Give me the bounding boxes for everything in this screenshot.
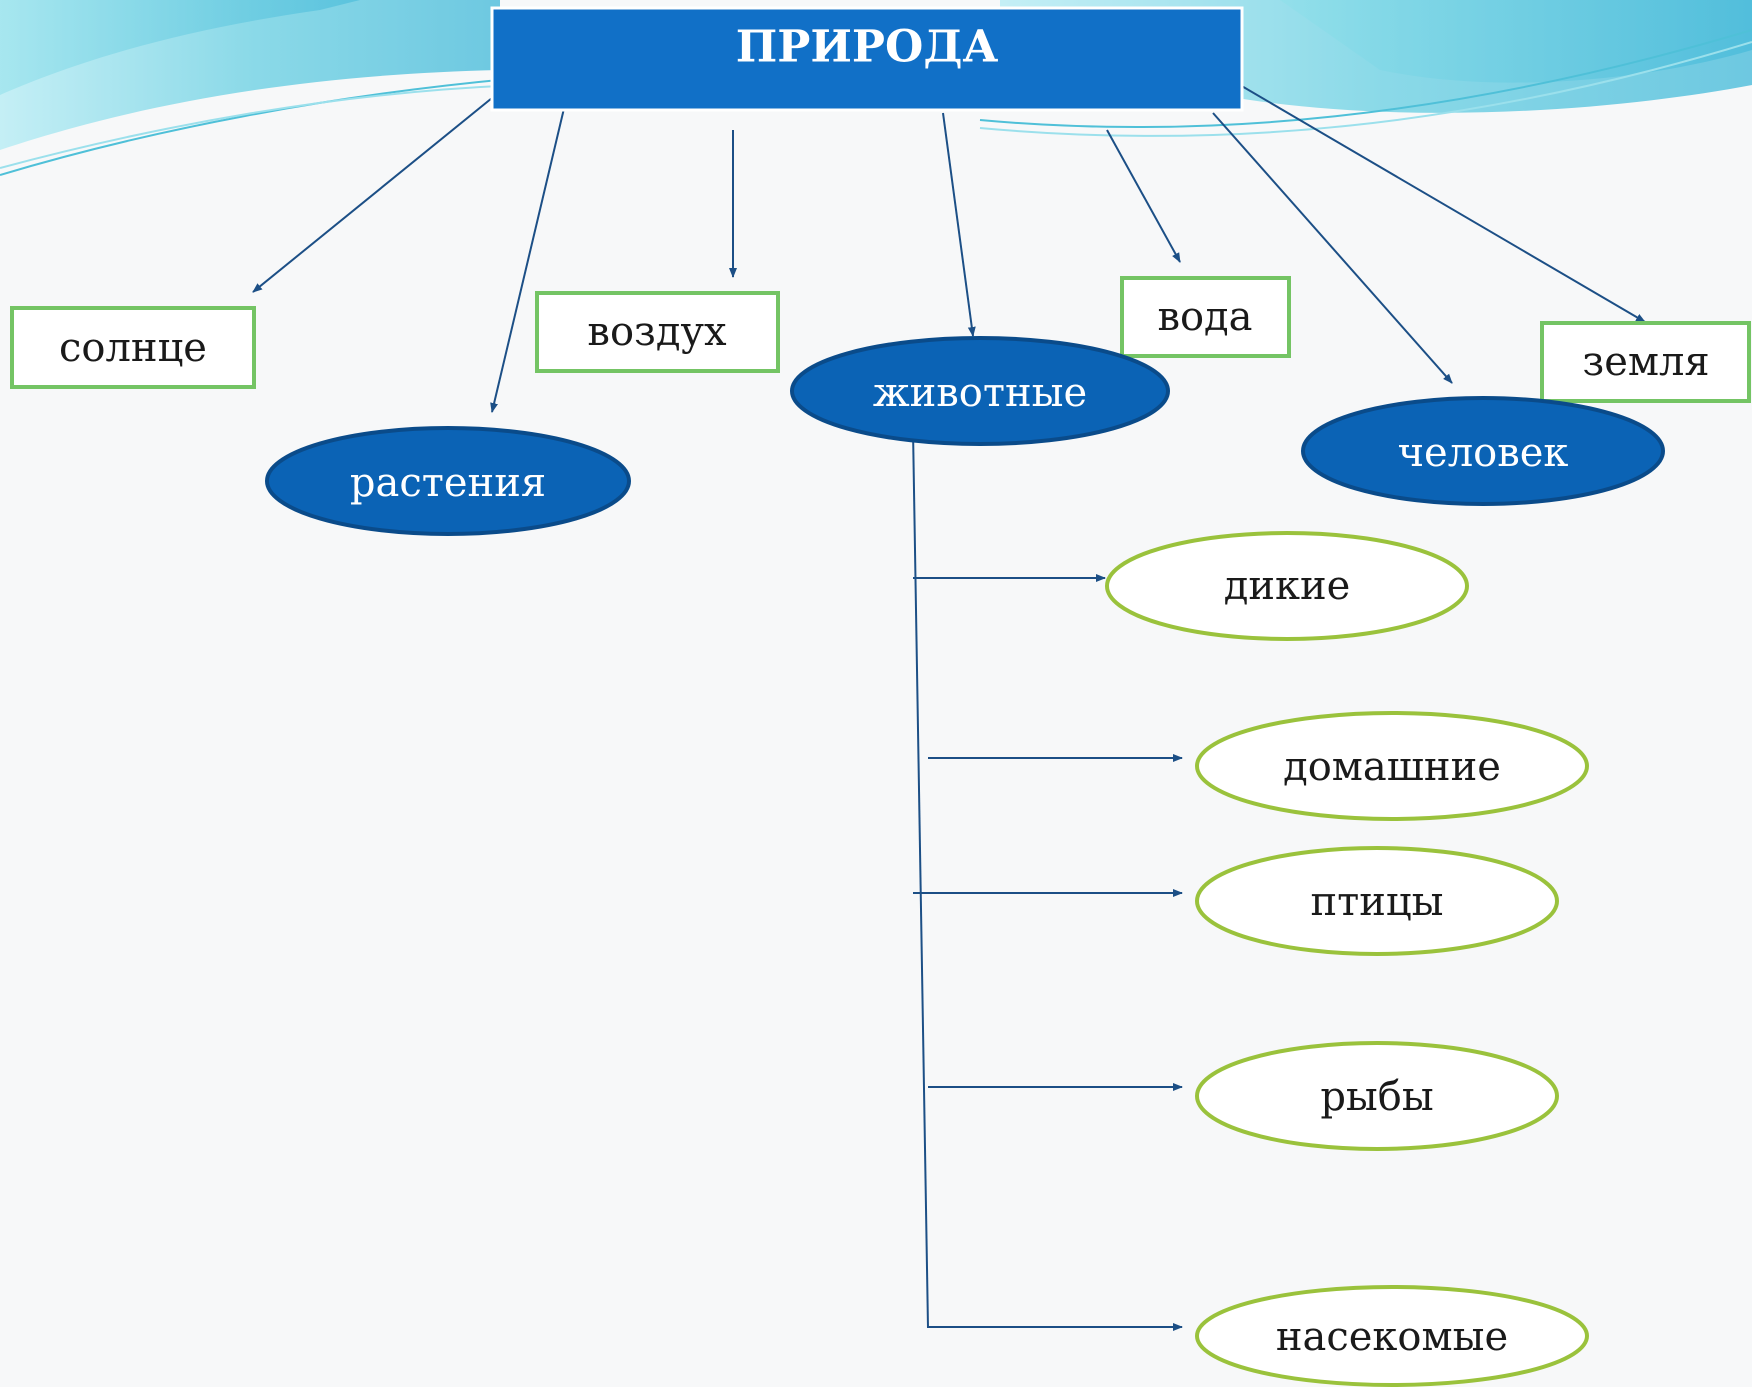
node-sun-label: солнце [59, 325, 207, 371]
node-human-label: человек [1398, 430, 1569, 476]
node-insects: насекомые [1195, 1285, 1589, 1387]
title-box: ПРИРОДА [490, 6, 1244, 112]
node-insects-label: насекомые [1276, 1314, 1508, 1360]
node-fish-label: рыбы [1320, 1074, 1433, 1120]
node-earth-label: земля [1582, 339, 1709, 385]
arrow-to-sun [252, 84, 509, 293]
node-water-label: вода [1157, 294, 1252, 340]
node-plants: растения [265, 426, 631, 536]
node-human: человек [1301, 396, 1665, 506]
arrow-to-animals [942, 112, 976, 337]
arrow-to-water [1106, 129, 1181, 263]
node-domestic: домашние [1195, 711, 1589, 821]
node-birds: птицы [1195, 846, 1559, 956]
node-wild-label: дикие [1224, 563, 1351, 609]
arrow-to-plants [490, 99, 567, 413]
node-domestic-label: домашние [1283, 744, 1501, 790]
node-earth: земля [1540, 321, 1751, 403]
title-text: ПРИРОДА [736, 22, 999, 73]
arrow-to-human [1212, 112, 1453, 384]
node-fish: рыбы [1195, 1041, 1559, 1151]
animals-connectors [912, 429, 1183, 1331]
node-wild: дикие [1105, 531, 1469, 641]
node-air: воздух [535, 291, 780, 373]
node-plants-label: растения [350, 460, 546, 506]
title-connectors [252, 84, 1646, 413]
node-sun: солнце [10, 306, 256, 389]
node-animals: животные [790, 336, 1170, 446]
arrow-to-earth [1239, 84, 1646, 323]
node-animals-label: животные [873, 370, 1087, 416]
animals-trunk [912, 429, 929, 1329]
node-water: вода [1120, 276, 1291, 358]
node-birds-label: птицы [1310, 879, 1443, 925]
node-air-label: воздух [587, 309, 727, 355]
